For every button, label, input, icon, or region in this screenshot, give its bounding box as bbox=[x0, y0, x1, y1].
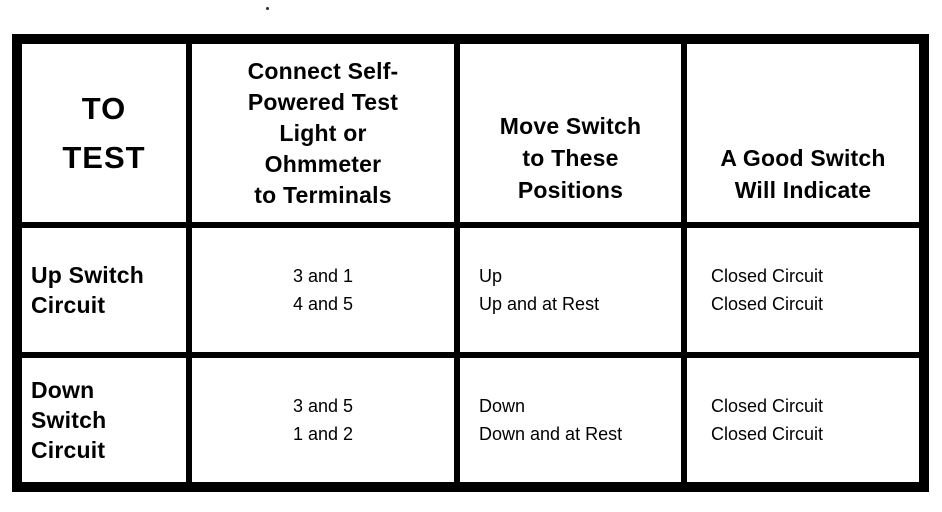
indication: Closed Circuit bbox=[711, 266, 824, 286]
cell-up-terminals: 3 and 1 4 and 5 bbox=[192, 228, 460, 358]
switch-position: Up bbox=[479, 266, 503, 286]
header-line: A Good Switch bbox=[720, 145, 886, 171]
terminal-pair: 1 and 2 bbox=[292, 424, 354, 444]
cell-down-positions: Down Down and at Rest bbox=[460, 358, 687, 482]
indication: Closed Circuit bbox=[711, 424, 824, 444]
row-label-line: Up Switch bbox=[31, 262, 144, 288]
header-cell-good-switch: A Good Switch Will Indicate bbox=[687, 44, 919, 228]
cell-up-indications: Closed Circuit Closed Circuit bbox=[687, 228, 919, 358]
header-line: Ohmmeter bbox=[264, 150, 382, 177]
header-cell-to-test: TO TEST bbox=[22, 44, 192, 228]
header-line: Will Indicate bbox=[734, 177, 872, 203]
terminal-pair: 3 and 1 bbox=[292, 266, 354, 286]
row-label-up-switch-circuit: Up Switch Circuit bbox=[22, 228, 192, 358]
cell-down-indications: Closed Circuit Closed Circuit bbox=[687, 358, 919, 482]
row-label-line: Circuit bbox=[31, 437, 106, 463]
header-line: Connect Self- bbox=[247, 57, 399, 84]
terminal-pair: 4 and 5 bbox=[292, 294, 354, 314]
switch-position: Down bbox=[479, 396, 526, 416]
switch-position: Down and at Rest bbox=[479, 424, 623, 444]
cell-down-terminals: 3 and 5 1 and 2 bbox=[192, 358, 460, 482]
cell-up-positions: Up Up and at Rest bbox=[460, 228, 687, 358]
terminal-pair: 3 and 5 bbox=[292, 396, 354, 416]
scan-speck-artifact bbox=[266, 7, 269, 10]
header-line: Positions bbox=[517, 177, 624, 203]
header-line: Move Switch bbox=[499, 113, 642, 139]
row-label-line: Down bbox=[31, 377, 95, 403]
row-label-line: Switch bbox=[31, 407, 107, 433]
row-label-down-switch-circuit: Down Switch Circuit bbox=[22, 358, 192, 482]
header-line: Powered Test bbox=[247, 88, 399, 115]
indication: Closed Circuit bbox=[711, 396, 824, 416]
header-line: TEST bbox=[62, 140, 146, 175]
indication: Closed Circuit bbox=[711, 294, 824, 314]
header-cell-move-switch: Move Switch to These Positions bbox=[460, 44, 687, 228]
header-line: TO bbox=[81, 91, 127, 126]
header-line: to These bbox=[522, 145, 619, 171]
header-line: Light or bbox=[279, 119, 367, 146]
switch-position: Up and at Rest bbox=[479, 294, 600, 314]
header-cell-connect-terminals: Connect Self- Powered Test Light or Ohmm… bbox=[192, 44, 460, 228]
row-label-line: Circuit bbox=[31, 292, 106, 318]
switch-test-table: TO TEST Connect Self- Powered Test Light… bbox=[12, 34, 929, 492]
header-line: to Terminals bbox=[254, 181, 392, 208]
